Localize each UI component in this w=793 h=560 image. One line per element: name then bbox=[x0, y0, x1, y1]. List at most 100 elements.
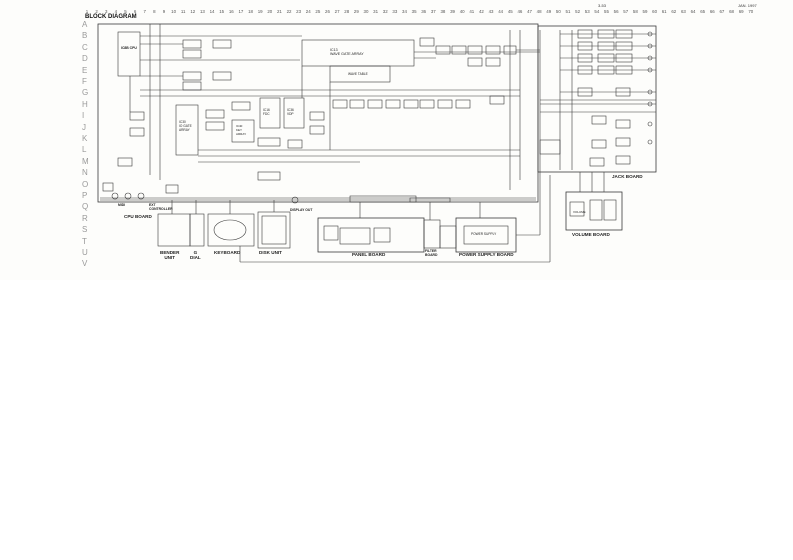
column-number: 1 bbox=[85, 9, 89, 14]
column-number: 28 bbox=[344, 9, 350, 14]
column-number: 43 bbox=[488, 9, 494, 14]
column-number: 15 bbox=[219, 9, 225, 14]
row-letter: K bbox=[82, 134, 88, 143]
row-letter: J bbox=[82, 122, 86, 132]
column-number: 59 bbox=[642, 9, 648, 14]
revision-date: JAN. 1997 bbox=[738, 3, 757, 8]
column-number: 49 bbox=[546, 9, 552, 14]
column-number: 12 bbox=[190, 9, 196, 14]
column-number: 39 bbox=[450, 9, 455, 14]
column-number: 40 bbox=[459, 9, 465, 14]
column-number: 61 bbox=[661, 9, 667, 14]
column-number: 8 bbox=[153, 9, 156, 14]
column-number: 24 bbox=[305, 9, 311, 14]
column-number: 5 bbox=[124, 9, 127, 14]
column-number: 45 bbox=[507, 9, 513, 14]
column-number: 62 bbox=[671, 9, 677, 14]
row-letter: E bbox=[82, 65, 88, 75]
row-letter: T bbox=[82, 236, 87, 246]
column-number: 57 bbox=[623, 9, 629, 14]
column-number: 6 bbox=[133, 9, 137, 14]
column-number: 19 bbox=[257, 9, 263, 14]
bender-unit-label: BENDER UNIT bbox=[160, 250, 180, 260]
column-number: 32 bbox=[382, 9, 388, 14]
column-number: 54 bbox=[594, 9, 600, 14]
column-number: 16 bbox=[228, 9, 234, 14]
column-number: 44 bbox=[498, 9, 504, 14]
column-number: 27 bbox=[334, 9, 340, 14]
row-letter: G bbox=[82, 88, 89, 98]
column-number: 7 bbox=[143, 9, 146, 14]
column-number: 63 bbox=[680, 9, 686, 14]
vdp-label: IC36 VDP bbox=[287, 108, 294, 116]
g-dial-label: G DIAL bbox=[190, 250, 201, 260]
column-number: 33 bbox=[392, 9, 398, 14]
column-number: 35 bbox=[411, 9, 417, 14]
jack-board-label: JACK BOARD bbox=[612, 174, 643, 179]
column-number: 51 bbox=[565, 9, 571, 14]
column-number: 21 bbox=[276, 9, 282, 14]
column-number: 34 bbox=[402, 9, 407, 14]
row-letter: H bbox=[82, 99, 88, 109]
column-number: 37 bbox=[430, 9, 436, 14]
panel-board-label: PANEL BOARD bbox=[352, 252, 386, 257]
column-number: 23 bbox=[296, 9, 302, 14]
column-number: 53 bbox=[584, 9, 590, 14]
column-number: 14 bbox=[209, 9, 215, 14]
column-number: 4 bbox=[114, 9, 118, 14]
column-number: 66 bbox=[709, 9, 715, 14]
midi-label: MIDI bbox=[118, 203, 126, 207]
column-number: 10 bbox=[171, 9, 177, 14]
block-diagram bbox=[97, 23, 657, 263]
row-letter: F bbox=[82, 77, 87, 86]
column-number: 3 bbox=[105, 9, 108, 14]
volume-label: VOLUME bbox=[573, 210, 586, 214]
column-number: 17 bbox=[238, 9, 244, 14]
column-number: 30 bbox=[363, 9, 369, 14]
column-number: 41 bbox=[469, 9, 475, 14]
column-number: 42 bbox=[478, 9, 484, 14]
column-number: 48 bbox=[536, 9, 542, 14]
column-number: 2 bbox=[95, 9, 98, 14]
page-number: 3-53 bbox=[598, 3, 607, 8]
column-number: 36 bbox=[421, 9, 427, 14]
key-array-label: IC40 KEY ARRAY bbox=[236, 124, 247, 136]
power-supply-board-label: POWER SUPPLY BOARD bbox=[459, 252, 514, 257]
column-number: 9 bbox=[162, 9, 166, 14]
display-out-label: DISPLAY OUT bbox=[290, 208, 313, 212]
column-number: 50 bbox=[555, 9, 561, 14]
column-number: 11 bbox=[180, 9, 186, 14]
column-number: 65 bbox=[700, 9, 706, 14]
row-letter: I bbox=[82, 111, 85, 121]
column-number: 60 bbox=[652, 9, 658, 14]
column-number: 31 bbox=[373, 9, 379, 14]
diagram-title: BLOCK DIAGRAM bbox=[85, 14, 137, 20]
column-number: 25 bbox=[315, 9, 321, 14]
column-number: 18 bbox=[248, 9, 253, 14]
row-letter: P bbox=[82, 191, 88, 200]
row-letter: B bbox=[82, 31, 88, 41]
column-number: 64 bbox=[690, 9, 696, 14]
row-letter: O bbox=[82, 179, 89, 189]
row-letter: U bbox=[82, 248, 88, 257]
fdc-label: IC16 FDC bbox=[263, 108, 270, 116]
column-number: 20 bbox=[267, 9, 273, 14]
column-number: 46 bbox=[517, 9, 523, 14]
cpu-label: IC8B CPU bbox=[121, 46, 137, 50]
column-number: 29 bbox=[353, 9, 359, 14]
column-number: 70 bbox=[748, 9, 754, 14]
wave-gate-array-label: IC13 WAVE GATE ARRAY bbox=[330, 48, 364, 56]
power-supply-label: POWER SUPPLY bbox=[471, 232, 497, 236]
row-letter: A bbox=[82, 20, 88, 29]
row-letter: N bbox=[82, 168, 88, 178]
ext-controller-label: EXT CONTROLLER bbox=[149, 203, 173, 211]
row-letter: C bbox=[82, 42, 88, 52]
column-number: 69 bbox=[738, 9, 744, 14]
row-letter: V bbox=[82, 259, 88, 269]
column-number: 13 bbox=[199, 9, 205, 14]
column-number: 47 bbox=[527, 9, 532, 14]
row-letter: M bbox=[82, 156, 89, 166]
row-letter: D bbox=[82, 54, 88, 64]
wave-table-label: WAVE TABLE bbox=[348, 72, 368, 76]
